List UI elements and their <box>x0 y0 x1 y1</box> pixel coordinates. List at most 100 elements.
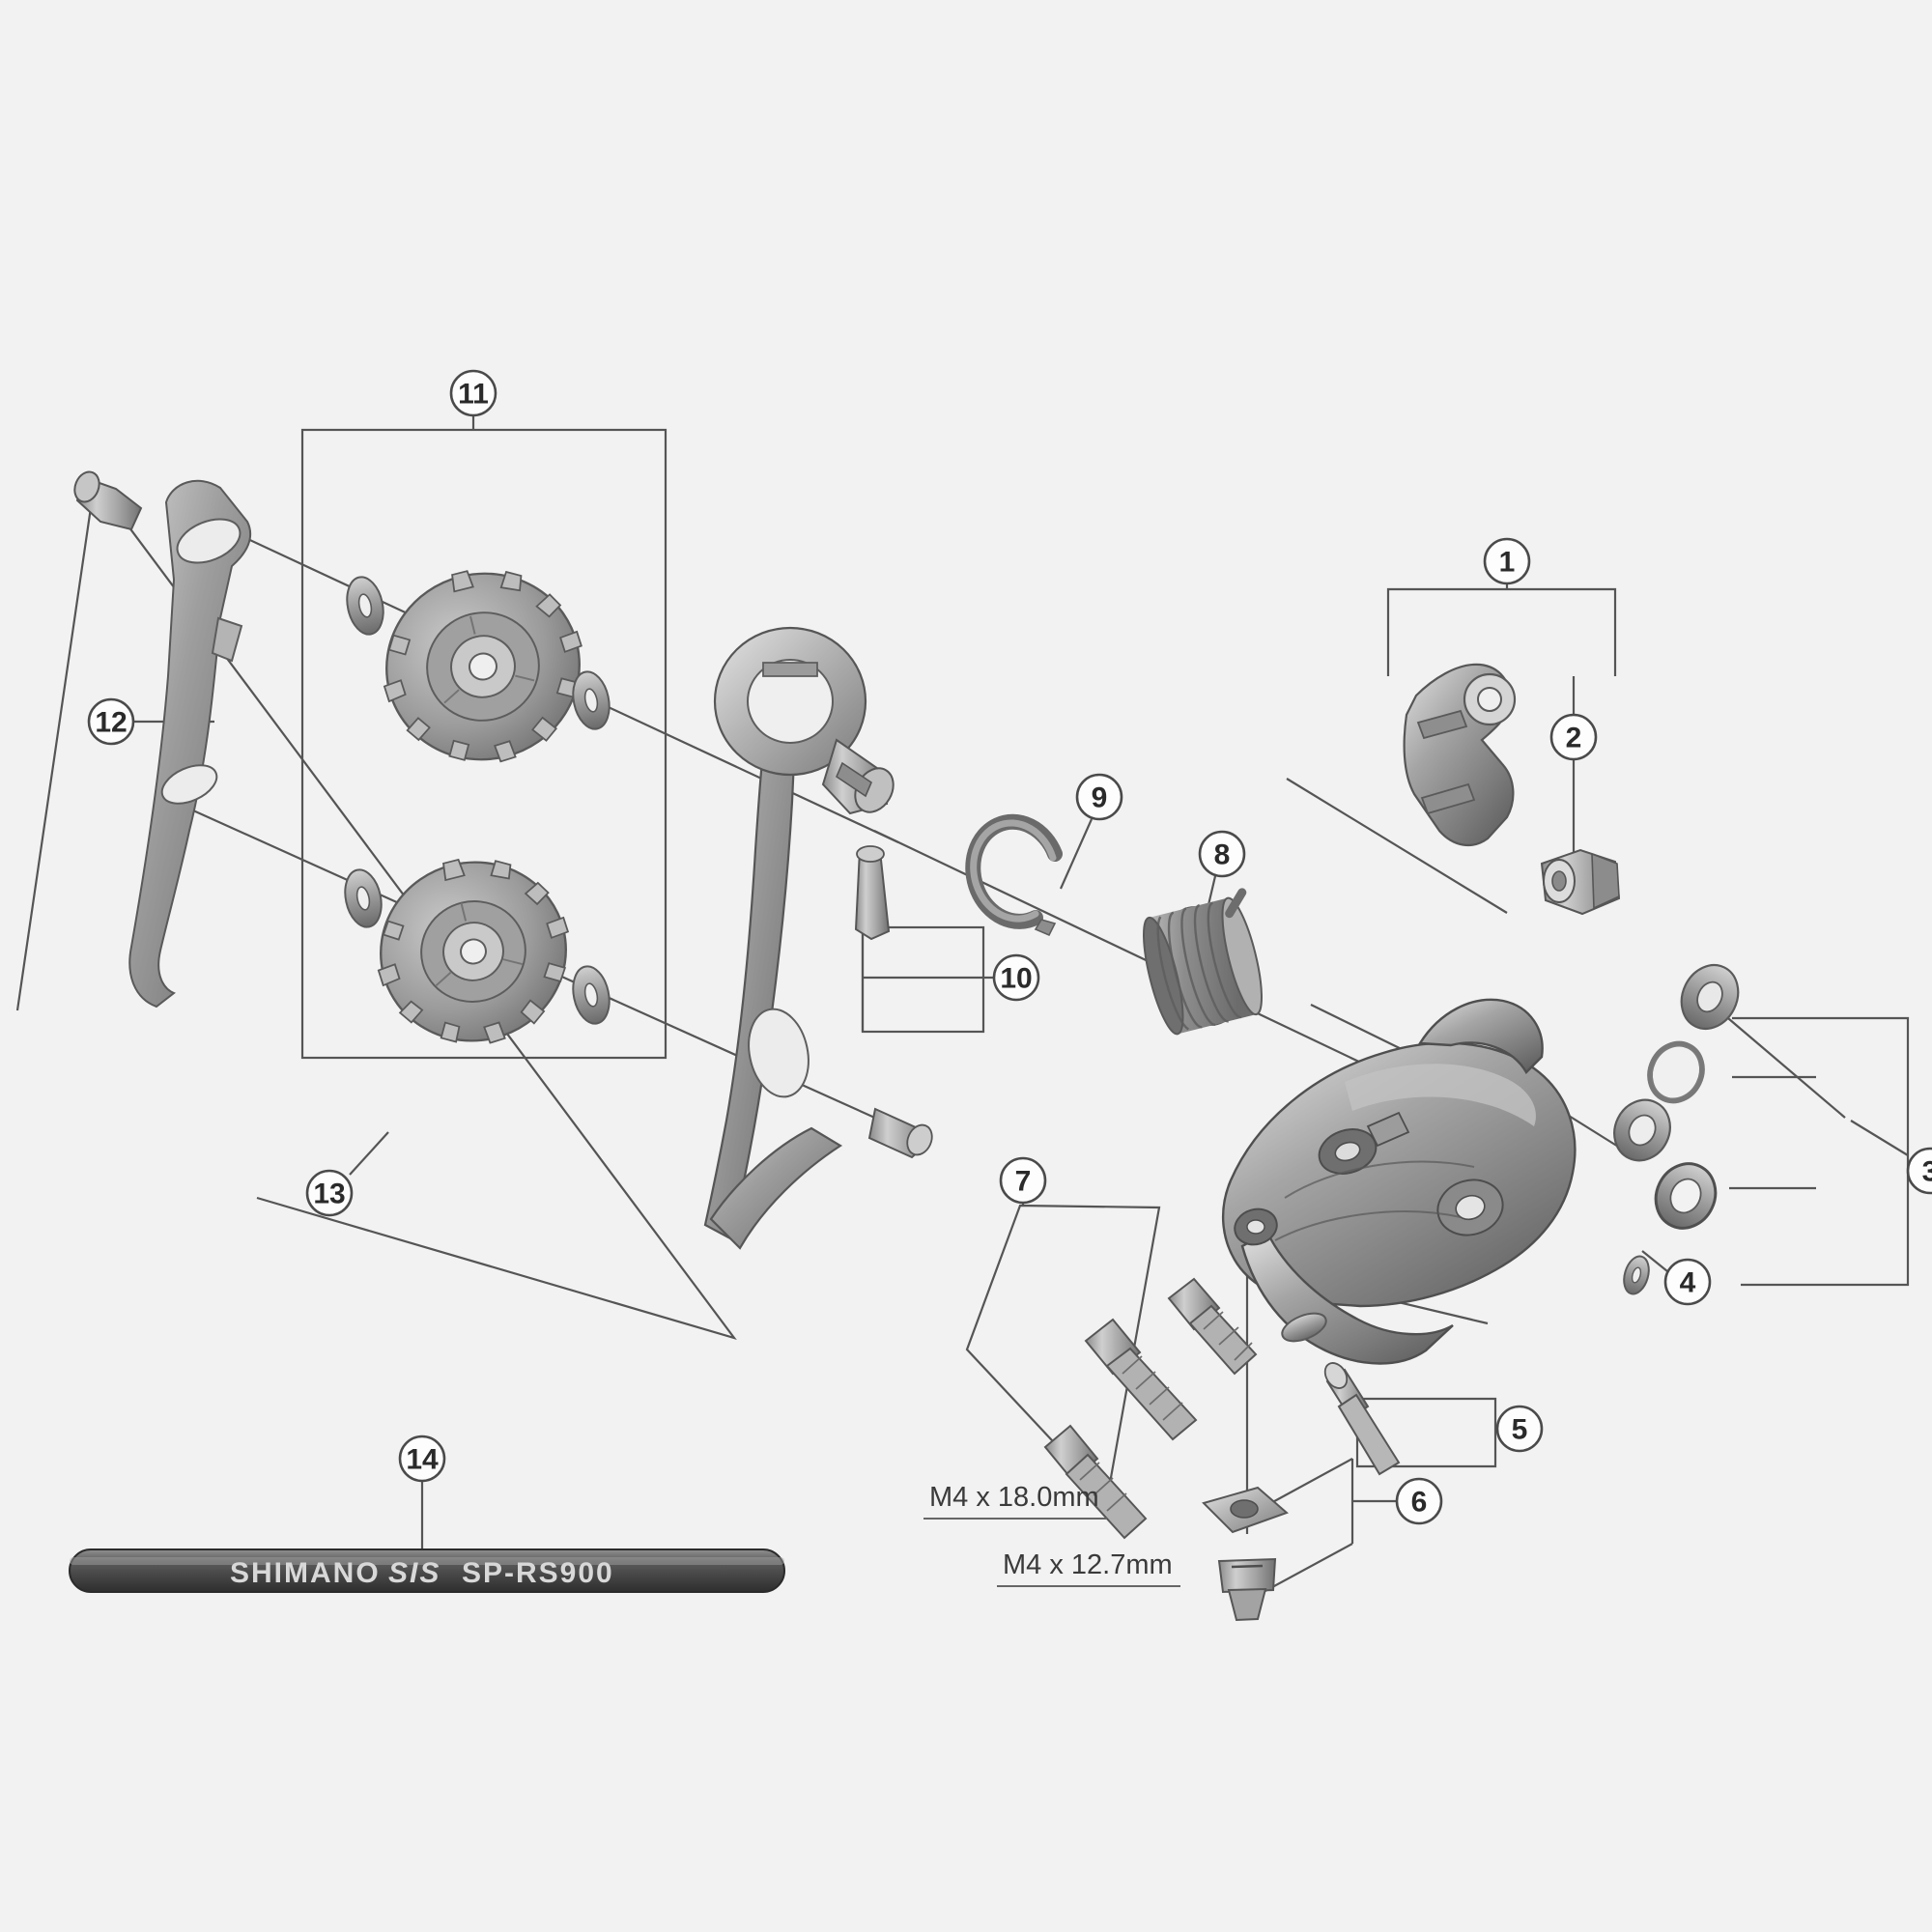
callout-circle-10 <box>992 953 1040 1002</box>
callout-4[interactable]: 4 <box>1663 1258 1712 1306</box>
cable-brand-text: SHIMANO <box>230 1557 381 1589</box>
callout-label-10: 10 <box>1000 963 1032 995</box>
part-bolt-m4-18-second <box>1043 1424 1148 1540</box>
cage-pivot-shaft <box>821 738 895 815</box>
part-pulley-washer-4 <box>572 965 611 1025</box>
pulley-bore-lower <box>460 938 487 965</box>
leader-3b <box>1850 1120 1909 1156</box>
callout-11[interactable]: 11 <box>449 369 497 417</box>
mount-bracket-rib <box>1416 709 1468 740</box>
bolt-threads-c <box>1079 1462 1127 1512</box>
spring-coils <box>1156 901 1242 1031</box>
part-inner-cage-plate <box>703 626 895 1250</box>
body-highlight <box>1345 1064 1536 1126</box>
callout-label-6: 6 <box>1411 1487 1428 1519</box>
cable-model-text: SP-RS900 <box>462 1557 614 1589</box>
bracket-group-3 <box>1732 1016 1910 1287</box>
part-washer-mid <box>1613 1098 1671 1162</box>
body-upper-knuckle <box>1417 998 1544 1074</box>
leader-13 <box>349 1131 389 1176</box>
cage-plate-hole-upper <box>176 518 242 564</box>
callout-circle-8 <box>1198 830 1246 878</box>
part-bracket-bolt-5 <box>1323 1362 1401 1476</box>
callout-label-1: 1 <box>1499 547 1516 579</box>
callout-label-12: 12 <box>95 707 127 739</box>
part-derailleur-body <box>1221 998 1577 1365</box>
body-pivot-boss <box>1436 1179 1504 1236</box>
cage-plate-hole-lower <box>160 764 218 805</box>
callout-circle-1 <box>1483 537 1531 585</box>
callout-circle-2 <box>1549 713 1598 761</box>
pulley-spokes-upper <box>443 615 535 704</box>
callout-7[interactable]: 7 <box>999 1156 1047 1205</box>
bracket-10-box <box>861 925 985 1034</box>
callout-circle-13 <box>305 1169 354 1217</box>
spring-tang <box>1225 888 1247 919</box>
callout-label-11: 11 <box>458 379 489 411</box>
callout-8[interactable]: 8 <box>1198 830 1246 878</box>
callout-circle-9 <box>1075 773 1123 821</box>
annotation-m4-18: M4 x 18.0mm <box>929 1482 1099 1513</box>
callout-circle-4 <box>1663 1258 1712 1306</box>
bracket-group-1 <box>1386 587 1617 676</box>
callout-label-13: 13 <box>313 1179 345 1210</box>
cable-housing-tube <box>69 1548 785 1593</box>
cable-housing-gloss <box>70 1557 784 1565</box>
bolt-threads-b <box>1203 1311 1253 1361</box>
part-guide-pulley <box>383 570 582 763</box>
part-tension-pulley <box>377 858 570 1044</box>
body-cable-anchor <box>1318 1111 1410 1175</box>
cage-pivot-boss <box>713 626 867 777</box>
mount-bracket-rib-2 <box>1420 782 1476 815</box>
callout-circle-11 <box>449 369 497 417</box>
callout-circle-7 <box>999 1156 1047 1205</box>
callout-label-8: 8 <box>1214 839 1231 871</box>
part-limit-screw <box>1217 1557 1277 1622</box>
bracket-group-6 <box>1350 1459 1397 1544</box>
callout-label-7: 7 <box>1015 1166 1032 1198</box>
callout-3[interactable]: 3 <box>1906 1147 1932 1195</box>
callout-circle-12 <box>87 697 135 746</box>
part-bracket-fixing-bolt <box>1540 848 1621 916</box>
part-small-washer <box>1623 1255 1650 1295</box>
part-pulley-bolt-upper <box>854 845 891 941</box>
cage-plate-tab <box>211 616 243 663</box>
callout-circle-6 <box>1395 1477 1443 1525</box>
callout-label-9: 9 <box>1092 782 1108 814</box>
axis-line-spring <box>1286 778 1508 914</box>
pulley-spokes-lower <box>435 902 523 987</box>
part-bushing-top <box>1680 963 1740 1031</box>
bolt-threads-a <box>1122 1355 1183 1421</box>
part-cage-bolt-upper <box>73 470 143 531</box>
callout-6[interactable]: 6 <box>1395 1477 1443 1525</box>
callout-1[interactable]: 1 <box>1483 537 1531 585</box>
part-cable-housing: SHIMANO SIS SP-RS900 <box>69 1548 785 1593</box>
callout-circle-5 <box>1495 1405 1544 1453</box>
callout-14[interactable]: 14 <box>398 1435 446 1483</box>
part-coil-spring <box>1143 888 1263 1036</box>
pulley-teeth-lower <box>377 858 570 1044</box>
leader-9 <box>1059 818 1094 890</box>
callout-5[interactable]: 5 <box>1495 1405 1544 1453</box>
body-ribs <box>1274 1160 1475 1241</box>
mount-bracket-bore <box>1477 687 1502 712</box>
callout-label-14: 14 <box>406 1444 439 1476</box>
part-bracket-bolt-washer <box>1281 1312 1327 1343</box>
callout-label-4: 4 <box>1680 1267 1696 1299</box>
callout-2[interactable]: 2 <box>1549 713 1598 761</box>
callout-9[interactable]: 9 <box>1075 773 1123 821</box>
leader-4 <box>1641 1250 1668 1272</box>
part-pulley-washer-1 <box>346 576 384 636</box>
callout-10[interactable]: 10 <box>992 953 1040 1002</box>
part-bolt-m4-127 <box>1167 1277 1258 1376</box>
bracket-group-5 <box>1355 1397 1497 1468</box>
annotation-m4-127: M4 x 12.7mm <box>1003 1549 1173 1580</box>
part-bushing-bottom <box>1654 1162 1718 1230</box>
callout-13[interactable]: 13 <box>305 1169 354 1217</box>
callout-12[interactable]: 12 <box>87 697 135 746</box>
part-limit-screw-plate <box>1202 1486 1289 1534</box>
